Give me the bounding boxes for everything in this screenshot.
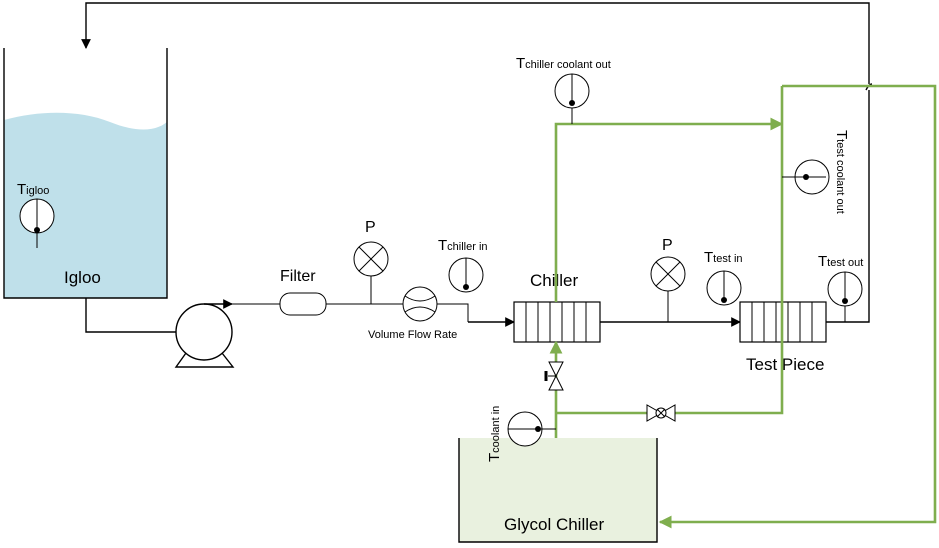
pressure-label-2: P [662, 237, 673, 254]
svg-text:Ttest in: Ttest in [704, 249, 743, 266]
pump-icon [174, 299, 235, 368]
igloo-temp-sensor: Tigloo [17, 181, 55, 248]
filter-icon: Filter [279, 268, 327, 316]
svg-text:Tcoolant in: Tcoolant in [486, 406, 503, 462]
bypass-valve-icon [646, 404, 676, 422]
glycol-chiller-label: Glycol Chiller [504, 515, 604, 534]
svg-text:Ttest out: Ttest out [818, 253, 863, 270]
chiller-coolant-out-temp-sensor: Tchiller coolant out [516, 55, 611, 124]
t-igloo-main: T [17, 181, 26, 198]
glycol-chiller-tank: Glycol Chiller [458, 438, 658, 543]
pressure-gauge-icon: P [650, 237, 686, 322]
pressure-gauge-icon: P [353, 219, 389, 304]
filter-label: Filter [280, 268, 316, 285]
igloo-tank: Igloo [3, 48, 168, 299]
svg-text:Ttest coolant out: Ttest coolant out [833, 130, 850, 214]
igloo-outlet-pipe [85, 298, 178, 333]
svg-text:Tchiller in: Tchiller in [438, 237, 488, 254]
flow-meter-icon: Volume Flow Rate [368, 286, 457, 341]
t-igloo-sub: igloo [26, 185, 49, 197]
coolant-in-temp-sensor: Tcoolant in [486, 406, 556, 462]
test-in-temp-sensor: Ttest in [704, 249, 743, 306]
heat-exchanger-icon [513, 301, 601, 343]
igloo-water [4, 112, 167, 298]
pressure-label-1: P [365, 219, 376, 236]
igloo-label: Igloo [64, 268, 101, 287]
chiller-heat-exchanger: Chiller [513, 271, 601, 343]
chiller-in-temp-sensor: Tchiller in [438, 237, 488, 293]
volume-flow-rate-label: Volume Flow Rate [368, 329, 457, 341]
svg-text:Tchiller coolant out: Tchiller coolant out [516, 55, 611, 72]
valve-icon [544, 361, 564, 391]
chiller-label: Chiller [530, 271, 579, 290]
test-coolant-out-temp-sensor: Ttest coolant out [782, 130, 850, 214]
svg-text:Tigloo: Tigloo [17, 181, 49, 198]
test-out-temp-sensor: Ttest out [818, 253, 863, 322]
test-piece-label: Test Piece [746, 355, 824, 374]
return-line [86, 2, 873, 298]
